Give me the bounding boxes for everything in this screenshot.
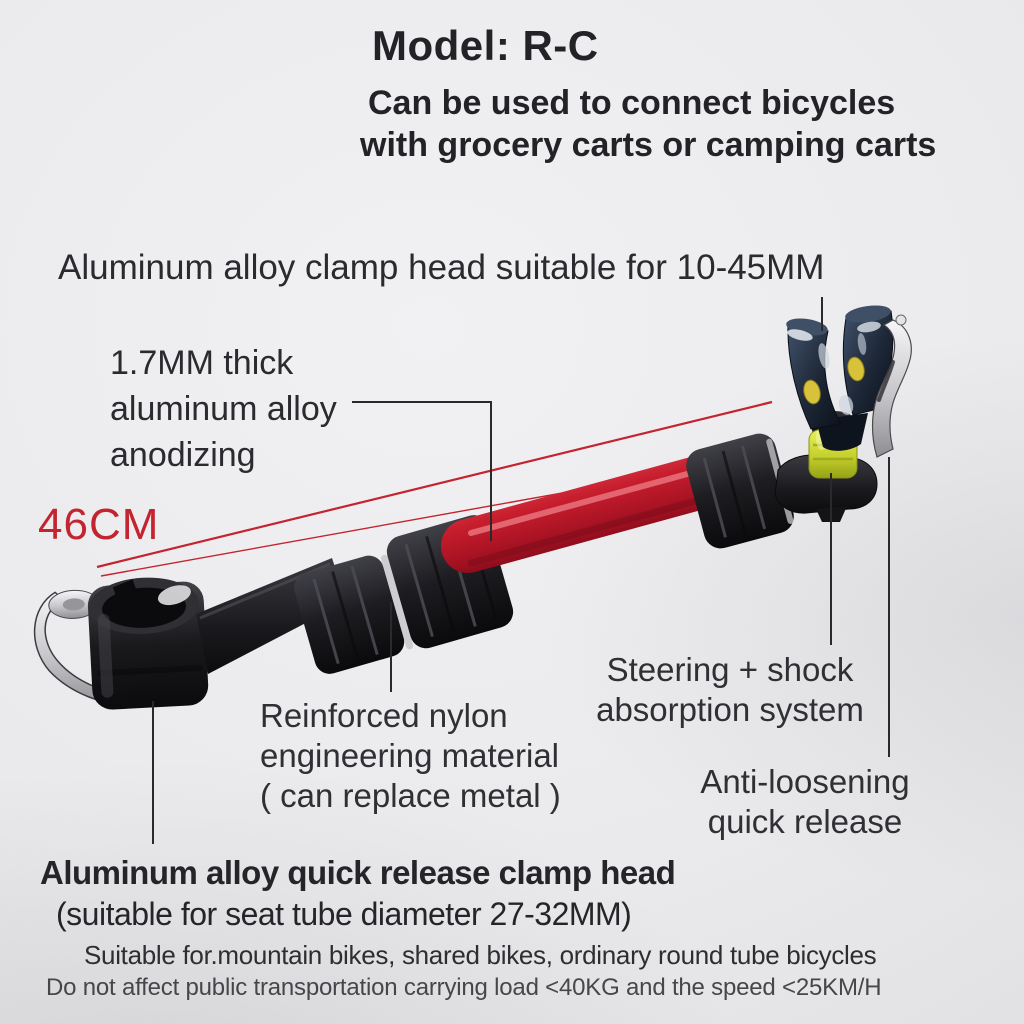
- callout-nylon: Reinforced nylon engineering material ( …: [260, 696, 561, 816]
- callout-seat-clamp-line1: Aluminum alloy quick release clamp head: [40, 854, 676, 891]
- callout-tube-line1: 1.7MM thick: [110, 344, 294, 382]
- clamp-head: [786, 305, 894, 451]
- callout-steering-line2: absorption system: [596, 691, 864, 728]
- callout-nylon-line3: ( can replace metal ): [260, 777, 561, 814]
- callout-steering-line1: Steering + shock: [606, 651, 854, 688]
- callout-nylon-line1: Reinforced nylon: [260, 697, 508, 734]
- callout-anti-loosening: Anti-loosening quick release: [670, 762, 940, 842]
- callout-anti-line1: Anti-loosening: [700, 763, 910, 800]
- callout-nylon-line2: engineering material: [260, 737, 560, 774]
- callout-steering: Steering + shock absorption system: [565, 650, 895, 730]
- footer-line1: Suitable for.mountain bikes, shared bike…: [84, 940, 877, 970]
- dimension-line-upper: [96, 400, 773, 569]
- footer-line2: Do not affect public transportation carr…: [46, 974, 882, 1001]
- length-label: 46CM: [38, 500, 160, 549]
- subtitle-line1: Can be used to connect bicycles: [368, 84, 896, 122]
- brand-badge-left: [803, 379, 821, 405]
- callout-tube: 1.7MM thick aluminum alloy anodizing: [110, 340, 337, 478]
- callout-clamp-head-top: Aluminum alloy clamp head suitable for 1…: [58, 248, 825, 287]
- anti-loosening-lever: [871, 314, 912, 458]
- callout-tube-line3: anodizing: [110, 436, 256, 474]
- leader-tube: [352, 401, 492, 541]
- page-title: Model: R-C: [372, 22, 599, 69]
- callout-tube-line2: aluminum alloy: [110, 390, 337, 428]
- brand-badge-right: [847, 356, 865, 382]
- callout-anti-line2: quick release: [707, 803, 903, 840]
- callout-seat-clamp-line2: (suitable for seat tube diameter 27-32MM…: [56, 896, 632, 932]
- seat-tube-clamp: [33, 577, 209, 710]
- subtitle-line2: with grocery carts or camping carts: [360, 126, 937, 164]
